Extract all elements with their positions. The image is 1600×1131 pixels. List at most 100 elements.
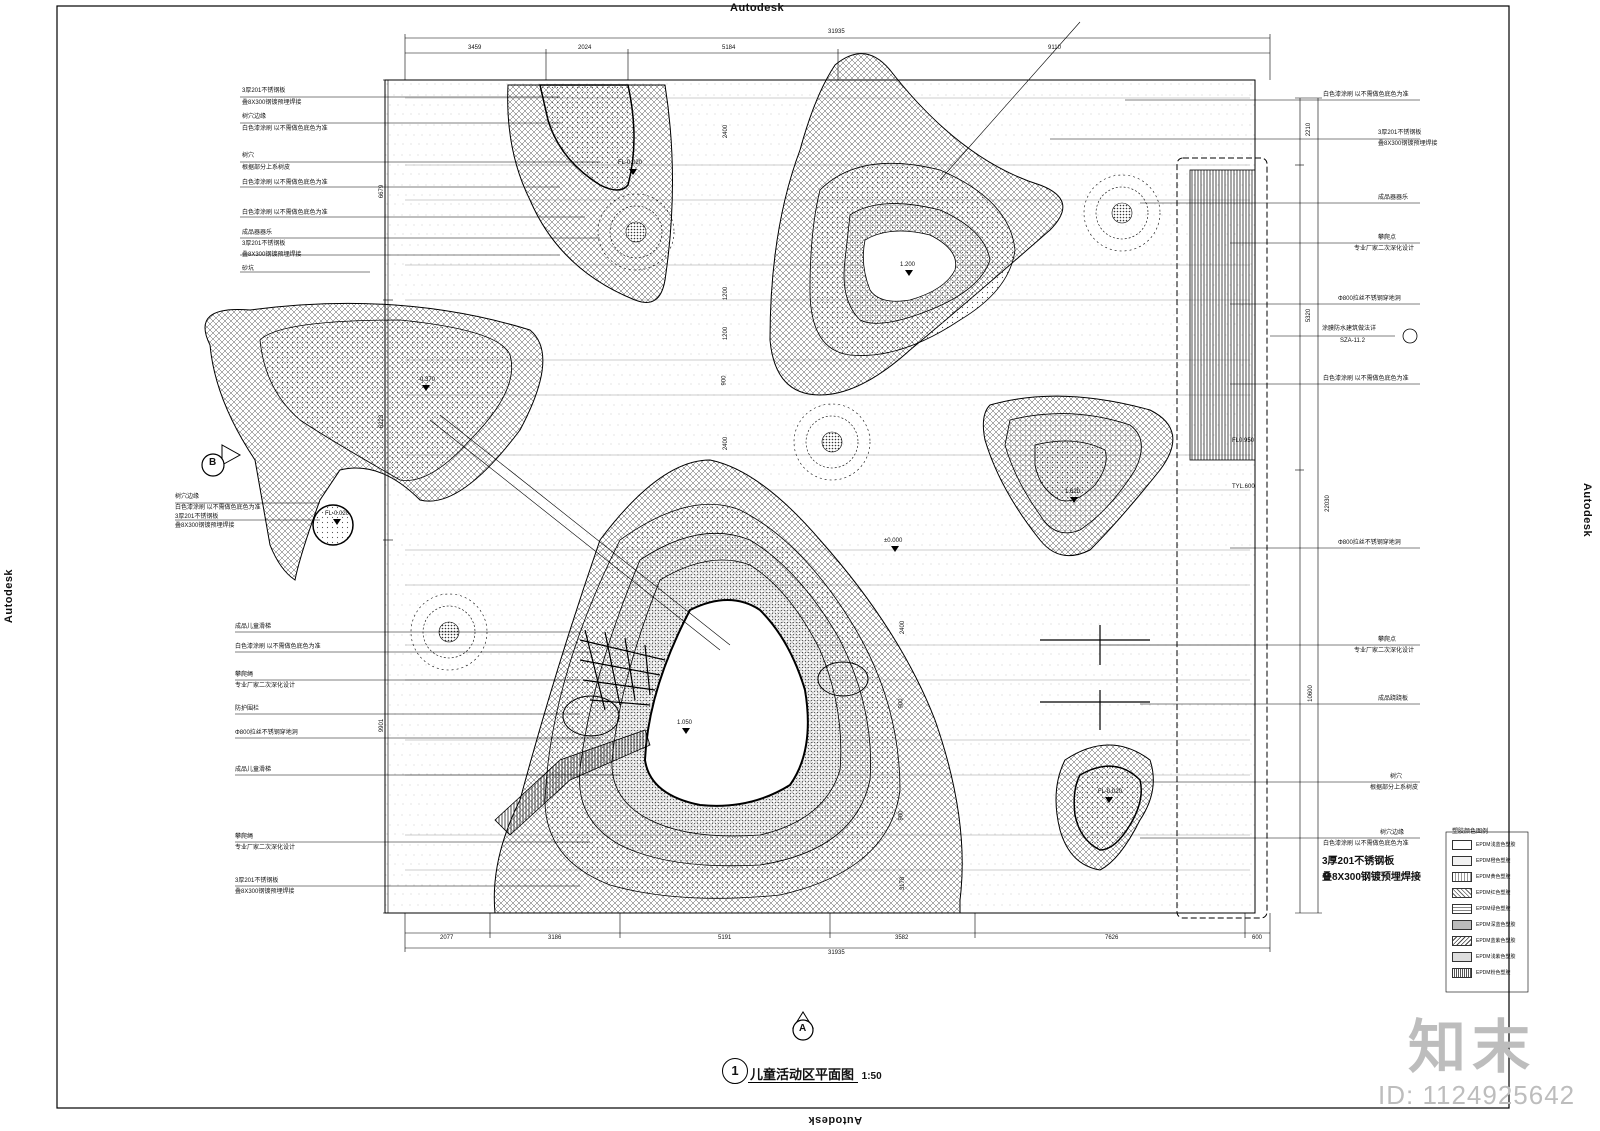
ann-left-low-9: 3厚201不锈钢板: [235, 878, 279, 884]
legend-item-6: EPDM蓝紫色塑胶: [1452, 936, 1522, 946]
ann-left-low-7: 攀爬绳: [235, 834, 254, 840]
legend-label: EPDM红色塑胶: [1476, 890, 1511, 896]
legend-label: EPDM蓝紫色塑胶: [1476, 938, 1516, 944]
ann-left-1: 叠8X300钢镀预埋焊接: [242, 100, 302, 106]
ann-right-8: SZA-11.2: [1340, 338, 1365, 344]
left-sand-pit: [259, 319, 513, 481]
section-b-circle: [201, 453, 225, 477]
elevation-0: FL-0.020: [618, 160, 643, 166]
dim-inner-2: 1200: [723, 326, 730, 341]
dim-left-1: 6223: [379, 414, 386, 429]
ann-left-low-2: 攀爬绳: [235, 672, 254, 678]
dim-top-total: 31935: [828, 29, 845, 35]
dim-right-1: 5320: [1306, 308, 1313, 323]
left-tree-pit: [312, 504, 354, 546]
dim-inner-0: 2400: [723, 124, 730, 139]
legend-swatch: [1452, 840, 1472, 850]
slide: [494, 729, 651, 836]
legend-item-5: EPDM深蓝色塑胶: [1452, 920, 1522, 930]
dim-top-1: 2024: [578, 45, 592, 51]
legend-swatch: [1452, 904, 1472, 914]
legend-item-0: EPDM浅蓝色塑胶: [1452, 840, 1522, 850]
dim-right-2: 10600: [1307, 685, 1314, 702]
legend-item-8: EPDM粉色塑胶: [1452, 968, 1522, 978]
ann-left-low-8: 专业厂家二次深化设计: [235, 845, 296, 851]
ann-right-15: 根据部分上系树皮: [1370, 785, 1419, 791]
legend-item-1: EPDM橙色塑胶: [1452, 856, 1522, 866]
elevation-8: TYL.600: [1232, 484, 1255, 490]
ann-right-12: 专业厂家二次深化设计: [1354, 648, 1415, 654]
legend-swatch: [1452, 952, 1472, 962]
elevation-2: ±0.000: [884, 538, 903, 544]
tree-symbols: [410, 174, 1161, 671]
dim-top-0: 3459: [468, 45, 482, 51]
ann-left-7: 白色漆涂刷 以不需做色底色为准: [242, 210, 328, 216]
ann-right-4: 攀爬点: [1378, 235, 1397, 241]
section-a-circle: [792, 1019, 814, 1041]
legend-swatch: [1452, 920, 1472, 930]
ann-left-low-10: 叠8X300钢镀预埋焊接: [235, 889, 295, 895]
ann-left-4: 树穴: [242, 153, 255, 159]
ann-right-14: 树穴: [1390, 774, 1403, 780]
watermark-logo: 知末: [1408, 1015, 1537, 1080]
legend-swatch: [1452, 968, 1472, 978]
elevation-4: 1.050: [677, 720, 693, 726]
top-center-core: [862, 230, 957, 302]
elevation-1: -0.370: [418, 377, 436, 383]
ann-left-6: 白色漆涂刷 以不需做色底色为准: [242, 180, 328, 186]
ann-left-10: 叠8X300钢镀预埋焊接: [242, 252, 302, 258]
climbing-net: [579, 629, 666, 711]
ann-left-low-5: Φ800拉丝不锈钢穿地洞: [235, 730, 298, 736]
net-anchor: [562, 695, 620, 737]
legend-label: EPDM橙色塑胶: [1476, 858, 1511, 864]
dim-right-3: 22030: [1324, 495, 1331, 512]
ann-left-mid-2: 3厚201不锈钢板: [175, 514, 219, 520]
plan-scale: 1:50: [861, 1071, 882, 1082]
dim-bottom-4: 7626: [1105, 935, 1119, 941]
legend-box: [1445, 831, 1529, 993]
legend-label: EPDM粉色塑胶: [1476, 970, 1511, 976]
ann-left-9: 3厚201不锈钢板: [242, 241, 286, 247]
elevation-6: FL-0.020: [1098, 789, 1123, 795]
plan-title-text: 儿童活动区平面图: [750, 1067, 855, 1082]
section-a-label: A: [799, 1023, 807, 1034]
top-dimensions: [404, 34, 1271, 80]
ann-left-low-4: 防护围栏: [235, 706, 260, 712]
ann-left-mid-0: 树穴边缘: [175, 494, 200, 500]
bottom-right-sand-pit: [1073, 765, 1142, 851]
drain-strip-outline: [1176, 157, 1268, 919]
dim-inner-5: 2400: [900, 620, 907, 635]
right-dimensions: [1295, 97, 1322, 914]
section-b-label: B: [209, 457, 217, 468]
dim-bottom-3: 3582: [895, 935, 909, 941]
dim-inner-6: 900: [898, 698, 905, 709]
frame-label-top: Autodesk: [730, 2, 785, 14]
elevation-5: 1.620: [1065, 489, 1081, 495]
ann-left-2: 树穴边缘: [242, 114, 267, 120]
legend-swatch: [1452, 872, 1472, 882]
legend-item-7: EPDM浅紫色塑胶: [1452, 952, 1522, 962]
dim-bottom-5: 600: [1252, 935, 1263, 941]
legend-title: 塑胶颜色图例: [1452, 829, 1489, 835]
elevation-7: FL-0.020: [325, 511, 350, 517]
legend-label: EPDM绿色塑胶: [1476, 906, 1511, 912]
drain-grating: [1189, 169, 1256, 461]
elevation-3: 1.200: [900, 262, 916, 268]
right-leaders: [1050, 99, 1420, 839]
ann-right-3: 成品器器乐: [1378, 195, 1409, 201]
right-center-core: [1034, 440, 1107, 502]
dim-bottom-0: 2077: [440, 935, 454, 941]
section-b-arrow: [221, 444, 242, 466]
ann-left-5: 根据部分上系树皮: [242, 165, 291, 171]
legend-label: EPDM黄色塑胶: [1476, 874, 1511, 880]
legend-label: EPDM深蓝色塑胶: [1476, 922, 1516, 928]
plan-number: 1: [722, 1058, 748, 1084]
legend-label: EPDM浅紫色塑胶: [1476, 954, 1516, 960]
bottom-dimensions: [404, 913, 1271, 952]
ann-right-7: 涂膜防水建筑做法详: [1322, 326, 1377, 332]
legend-label: EPDM浅蓝色塑胶: [1476, 842, 1516, 848]
ann-left-11: 砂坑: [242, 266, 255, 272]
ann-left-mid-3: 叠8X300钢镀预埋焊接: [175, 523, 235, 529]
